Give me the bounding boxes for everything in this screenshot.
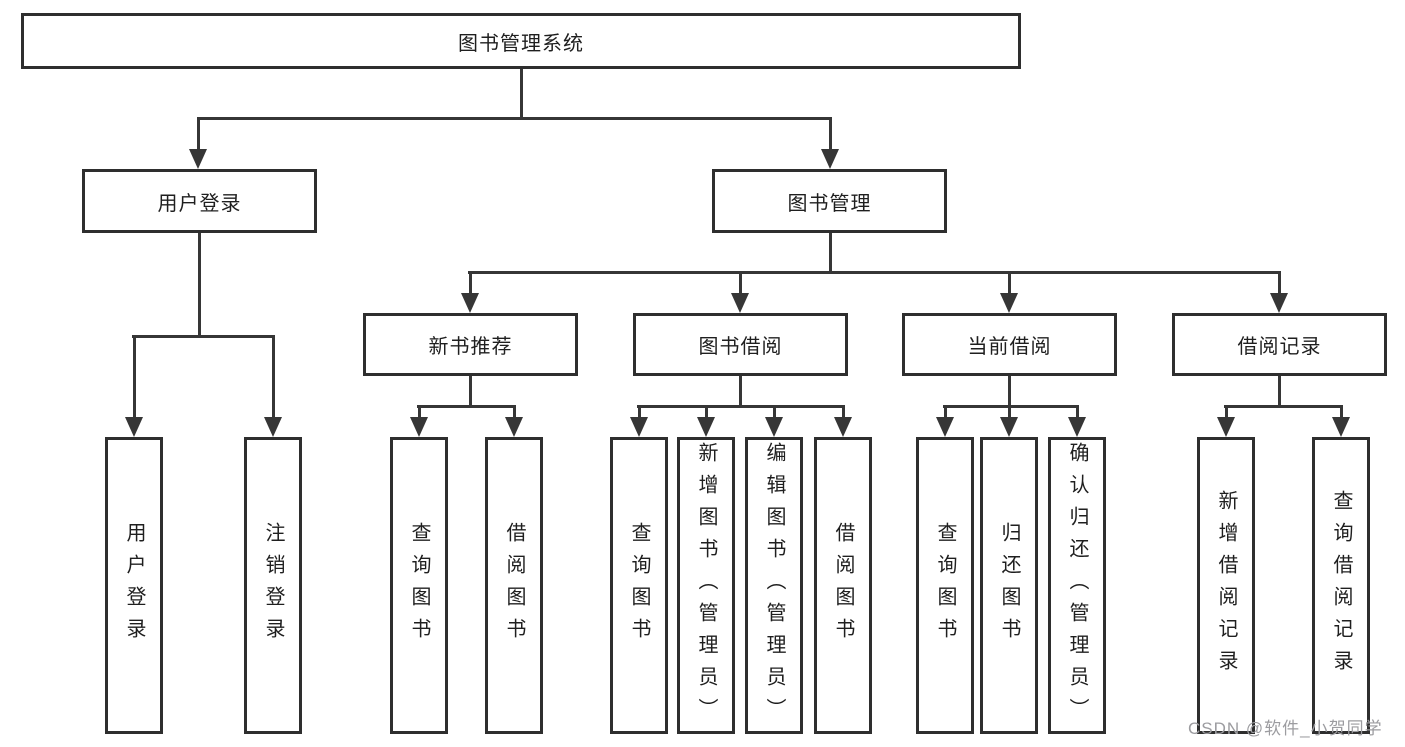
- connector-line: [705, 406, 708, 418]
- arrow-down-icon: [1270, 293, 1288, 313]
- node-root-label: 图书管理系统: [458, 32, 584, 55]
- connector-line: [272, 336, 275, 418]
- arrow-down-icon: [505, 417, 523, 437]
- node-new-book-recommend-label: 新书推荐: [428, 336, 513, 358]
- connector-line: [1076, 406, 1079, 418]
- node-book-borrow: 图书借阅: [633, 313, 848, 376]
- connector-line: [773, 406, 776, 418]
- arrow-down-icon: [189, 149, 207, 169]
- leaf-current-return-label: 归还图书: [998, 521, 1020, 650]
- leaf-logout: 注销登录: [244, 437, 302, 734]
- connector-line: [739, 272, 742, 294]
- connector-line: [468, 271, 1281, 274]
- connector-line: [197, 117, 832, 120]
- leaf-logout-label: 注销登录: [262, 521, 284, 650]
- connector-line: [739, 374, 742, 407]
- connector-line: [197, 118, 200, 151]
- connector-line: [469, 272, 472, 294]
- arrow-down-icon: [1332, 417, 1350, 437]
- connector-line: [418, 406, 421, 418]
- node-user-login-label: 用户登录: [157, 192, 242, 215]
- connector-line: [1278, 272, 1281, 294]
- connector-line: [943, 405, 1079, 408]
- connector-line: [944, 406, 947, 418]
- leaf-newbook-query-label: 查询图书: [408, 521, 430, 650]
- connector-line: [520, 66, 523, 120]
- connector-line: [1008, 272, 1011, 294]
- leaf-current-confirm: 确认归还（管理员）: [1048, 437, 1106, 734]
- connector-line: [1225, 406, 1228, 418]
- leaf-records-query: 查询借阅记录: [1312, 437, 1370, 734]
- arrow-down-icon: [1000, 293, 1018, 313]
- node-new-book-recommend: 新书推荐: [363, 313, 578, 376]
- connector-line: [829, 118, 832, 151]
- leaf-borrow-edit-label: 编辑图书（管理员）: [763, 441, 785, 730]
- leaf-borrow-query-label: 查询图书: [628, 521, 650, 650]
- connector-line: [198, 231, 201, 337]
- leaf-borrow-borrow-label: 借阅图书: [832, 521, 854, 650]
- leaf-records-query-label: 查询借阅记录: [1330, 489, 1352, 682]
- node-book-borrow-label: 图书借阅: [698, 336, 783, 358]
- connector-line: [513, 406, 516, 418]
- node-book-management: 图书管理: [712, 169, 947, 233]
- arrow-down-icon: [125, 417, 143, 437]
- leaf-newbook-query: 查询图书: [390, 437, 448, 734]
- connector-line: [1008, 406, 1011, 418]
- leaf-newbook-borrow: 借阅图书: [485, 437, 543, 734]
- leaf-borrow-borrow: 借阅图书: [814, 437, 872, 734]
- connector-line: [417, 405, 516, 408]
- connector-line: [829, 231, 832, 273]
- connector-line: [1340, 406, 1343, 418]
- arrow-down-icon: [1000, 417, 1018, 437]
- leaf-current-query-label: 查询图书: [934, 521, 956, 650]
- arrow-down-icon: [936, 417, 954, 437]
- connector-line: [637, 405, 845, 408]
- leaf-user-login-label: 用户登录: [123, 521, 145, 650]
- leaf-current-confirm-label: 确认归还（管理员）: [1066, 441, 1088, 730]
- arrow-down-icon: [765, 417, 783, 437]
- leaf-current-query: 查询图书: [916, 437, 974, 734]
- leaf-borrow-query: 查询图书: [610, 437, 668, 734]
- node-root: 图书管理系统: [21, 13, 1021, 69]
- leaf-user-login: 用户登录: [105, 437, 163, 734]
- node-borrow-records: 借阅记录: [1172, 313, 1387, 376]
- connector-line: [1224, 405, 1343, 408]
- node-current-borrow-label: 当前借阅: [967, 336, 1052, 358]
- connector-line: [469, 374, 472, 407]
- leaf-borrow-add: 新增图书（管理员）: [677, 437, 735, 734]
- arrow-down-icon: [264, 417, 282, 437]
- arrow-down-icon: [821, 149, 839, 169]
- node-user-login: 用户登录: [82, 169, 317, 233]
- node-current-borrow: 当前借阅: [902, 313, 1117, 376]
- connector-line: [132, 335, 275, 338]
- arrow-down-icon: [1217, 417, 1235, 437]
- connector-line: [842, 406, 845, 418]
- arrow-down-icon: [630, 417, 648, 437]
- leaf-borrow-add-label: 新增图书（管理员）: [695, 441, 717, 730]
- node-borrow-records-label: 借阅记录: [1237, 336, 1322, 358]
- leaf-newbook-borrow-label: 借阅图书: [503, 521, 525, 650]
- arrow-down-icon: [731, 293, 749, 313]
- node-book-management-label: 图书管理: [787, 192, 872, 215]
- leaf-borrow-edit: 编辑图书（管理员）: [745, 437, 803, 734]
- leaf-records-add: 新增借阅记录: [1197, 437, 1255, 734]
- leaf-current-return: 归还图书: [980, 437, 1038, 734]
- arrow-down-icon: [410, 417, 428, 437]
- connector-line: [133, 336, 136, 418]
- connector-line: [638, 406, 641, 418]
- arrow-down-icon: [1068, 417, 1086, 437]
- arrow-down-icon: [697, 417, 715, 437]
- arrow-down-icon: [461, 293, 479, 313]
- connector-line: [1278, 374, 1281, 407]
- connector-line: [1008, 374, 1011, 407]
- arrow-down-icon: [834, 417, 852, 437]
- leaf-records-add-label: 新增借阅记录: [1215, 489, 1237, 682]
- csdn-watermark: CSDN @软件_小贺同学: [1188, 719, 1383, 738]
